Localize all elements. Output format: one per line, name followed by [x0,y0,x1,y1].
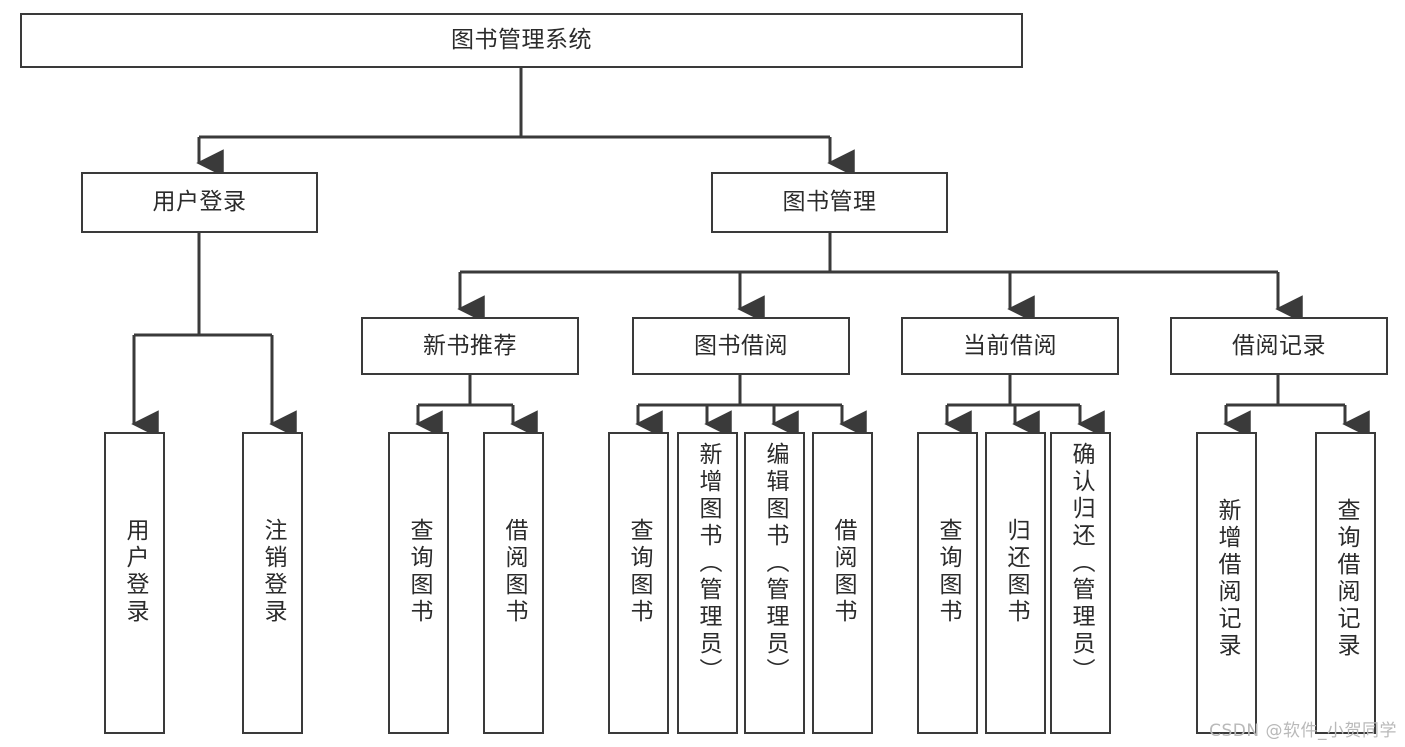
leaf-borrow-query-book-label: 查询图书 [626,518,652,626]
node-book-borrow[interactable]: 图书借阅 [632,317,850,375]
node-user-login-label: 用户登录 [152,189,247,216]
leaf-user-login[interactable]: 用户登录 [104,432,165,734]
leaf-user-logout-label: 注销登录 [260,518,286,626]
node-new-book-recommend[interactable]: 新书推荐 [361,317,579,375]
node-user-login[interactable]: 用户登录 [81,172,318,233]
leaf-record-query-label: 查询借阅记录 [1333,498,1359,660]
node-book-borrow-label: 图书借阅 [694,332,788,359]
node-new-book-recommend-label: 新书推荐 [423,332,517,359]
leaf-borrow-edit-book-label: 编辑图书（管理员） [762,442,788,685]
leaf-borrow-edit-book[interactable]: 编辑图书（管理员） [744,432,805,734]
leaf-user-login-label: 用户登录 [122,518,148,626]
leaf-new-borrow-book-label: 借阅图书 [501,518,527,626]
leaf-current-query-book[interactable]: 查询图书 [917,432,978,734]
leaf-borrow-borrow-book[interactable]: 借阅图书 [812,432,873,734]
leaf-borrow-add-book-label: 新增图书（管理员） [695,442,721,685]
leaf-user-logout[interactable]: 注销登录 [242,432,303,734]
node-book-management-label: 图书管理 [782,189,877,216]
node-current-borrow[interactable]: 当前借阅 [901,317,1119,375]
watermark-text: CSDN @软件_小贺同学 [1209,721,1397,741]
leaf-current-confirm-return[interactable]: 确认归还（管理员） [1050,432,1111,734]
leaf-borrow-query-book[interactable]: 查询图书 [608,432,669,734]
leaf-new-query-book-label: 查询图书 [406,518,432,626]
leaf-borrow-borrow-book-label: 借阅图书 [830,518,856,626]
leaf-current-query-book-label: 查询图书 [935,518,961,626]
node-current-borrow-label: 当前借阅 [963,332,1057,359]
leaf-current-return-book-label: 归还图书 [1003,518,1029,626]
leaf-record-add[interactable]: 新增借阅记录 [1196,432,1257,734]
leaf-borrow-add-book[interactable]: 新增图书（管理员） [677,432,738,734]
node-root-label: 图书管理系统 [451,27,592,54]
leaf-current-return-book[interactable]: 归还图书 [985,432,1046,734]
node-borrow-record-label: 借阅记录 [1232,332,1326,359]
node-root[interactable]: 图书管理系统 [20,13,1023,68]
node-borrow-record[interactable]: 借阅记录 [1170,317,1388,375]
leaf-current-confirm-return-label: 确认归还（管理员） [1068,442,1094,685]
leaf-record-add-label: 新增借阅记录 [1214,498,1240,660]
node-book-management[interactable]: 图书管理 [711,172,948,233]
leaf-new-borrow-book[interactable]: 借阅图书 [483,432,544,734]
leaf-record-query[interactable]: 查询借阅记录 [1315,432,1376,734]
leaf-new-query-book[interactable]: 查询图书 [388,432,449,734]
